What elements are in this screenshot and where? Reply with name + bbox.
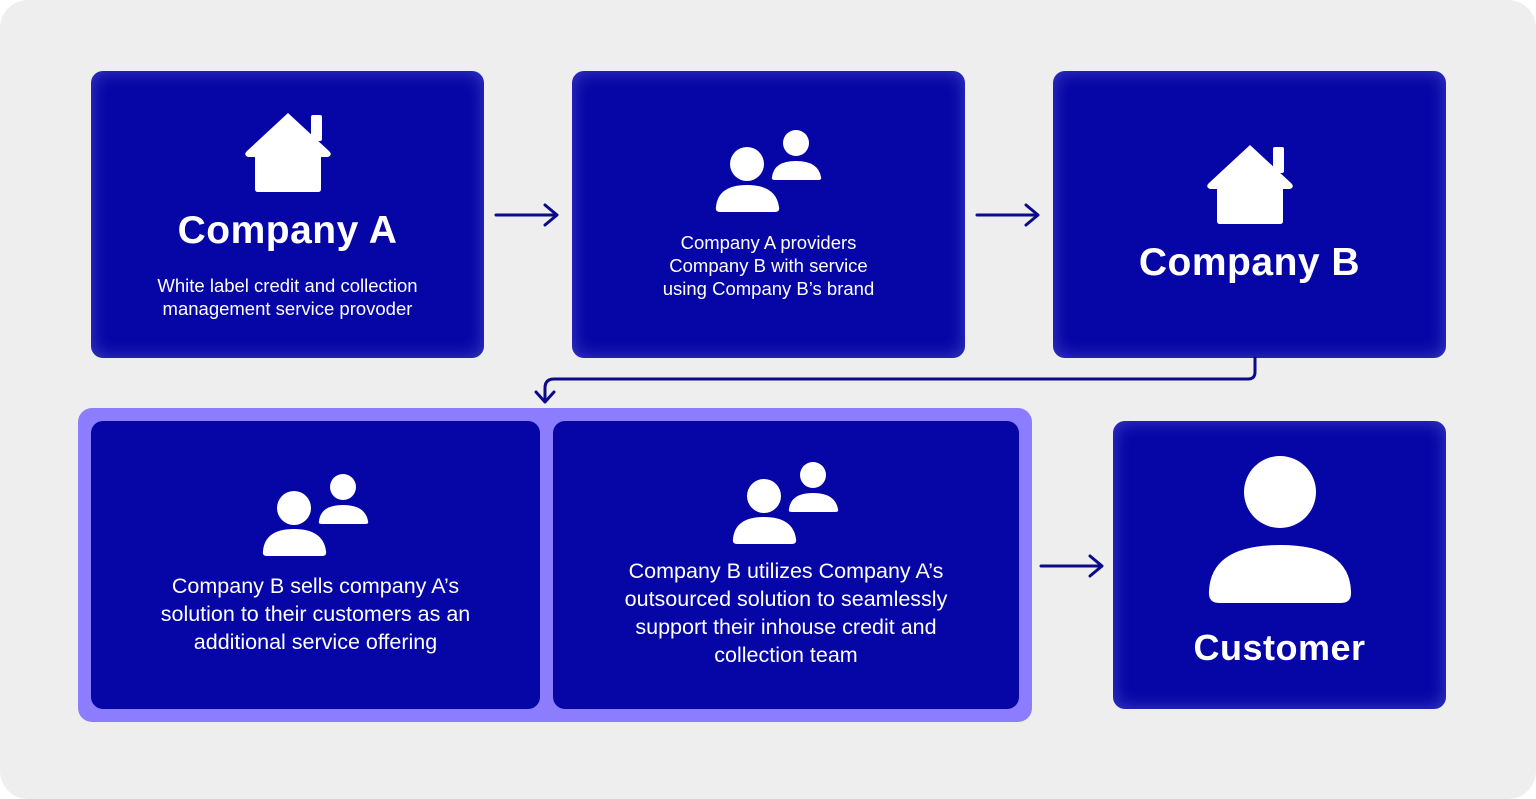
house-icon <box>245 113 331 192</box>
connector-arrow-icon <box>534 356 1257 404</box>
option-sell-description: Company B sells company A’s solution to … <box>91 573 540 657</box>
customer-title: Customer <box>1193 627 1366 668</box>
description-line: support their inhouse credit and <box>635 614 937 639</box>
description-line: Company B utilizes Company A’s <box>628 559 944 583</box>
option-utilize-card: Company B utilizes Company A’s outsource… <box>553 421 1019 709</box>
description-line: Company B sells company A’s <box>171 574 460 598</box>
arrow-right-icon <box>975 203 1040 227</box>
company-a-title: Company A <box>177 209 398 252</box>
company-b-card: Company B <box>1053 71 1446 358</box>
house-icon <box>1207 145 1293 224</box>
customer-card: Customer <box>1113 421 1446 709</box>
users-icon <box>262 474 369 556</box>
service-card: Company A providers Company B with servi… <box>572 71 965 358</box>
option-sell-card: Company B sells company A’s solution to … <box>91 421 540 709</box>
person-icon <box>1208 456 1352 603</box>
arrow-right-icon <box>494 203 559 227</box>
description-line: White label credit and collection <box>157 275 418 296</box>
description-line: additional service offering <box>193 629 438 654</box>
description-line: Company A providers <box>680 232 857 253</box>
company-b-title: Company B <box>1138 241 1361 284</box>
description-line: outsourced solution to seamlessly <box>624 586 948 611</box>
service-description: Company A providers Company B with servi… <box>572 231 965 300</box>
description-line: using Company B’s brand <box>662 278 875 300</box>
description-line: collection team <box>714 642 858 667</box>
option-utilize-description: Company B utilizes Company A’s outsource… <box>553 558 1019 670</box>
description-line: solution to their customers as an <box>160 601 471 626</box>
company-a-description: White label credit and collection manage… <box>91 274 484 320</box>
arrow-right-icon <box>1039 554 1104 578</box>
users-icon <box>732 462 839 544</box>
description-line: Company B with service <box>669 255 868 277</box>
users-icon <box>715 130 822 212</box>
company-a-card: Company A White label credit and collect… <box>91 71 484 358</box>
description-line: management service provoder <box>162 298 413 320</box>
